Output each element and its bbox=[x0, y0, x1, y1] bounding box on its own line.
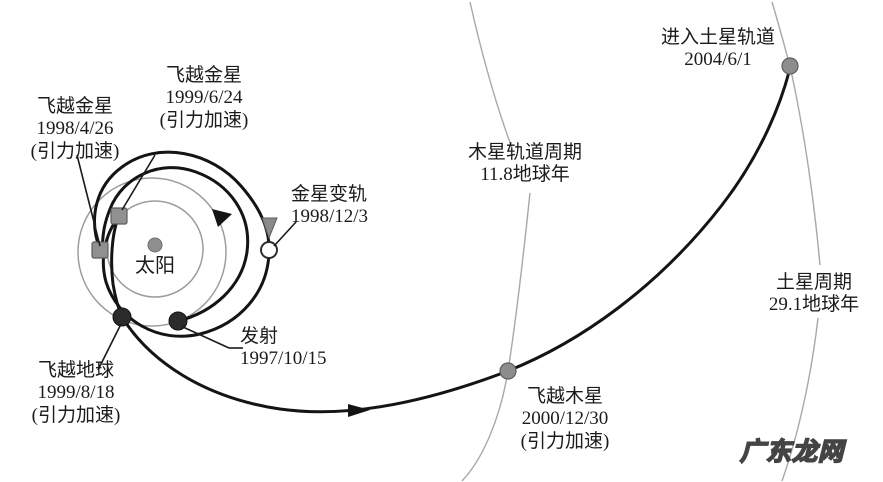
label-earth-flyby: 飞越地球 1999/8/18 (引力加速) bbox=[0, 360, 152, 427]
saturn-orbit-insertion-line2: 2004/6/1 bbox=[684, 49, 752, 71]
jupiter-flyby-line2: 2000/12/30 bbox=[521, 408, 609, 430]
leader-lines bbox=[76, 154, 297, 371]
label-sun: 太阳 bbox=[118, 255, 192, 279]
launch-marker bbox=[168, 311, 188, 331]
trajectory-arrow-cruise bbox=[348, 404, 370, 417]
launch-line1: 发射 bbox=[240, 326, 279, 347]
saturn-orbit-arc-middle bbox=[789, 65, 821, 266]
label-saturn-period: 土星周期 29.1地球年 bbox=[745, 272, 883, 317]
leader-launch bbox=[182, 326, 230, 349]
earth-flyby-line1: 飞越地球 bbox=[37, 360, 114, 381]
venus-flyby-1-marker bbox=[91, 241, 109, 259]
trajectory-arrow-venus-maneuver bbox=[261, 217, 278, 240]
label-launch: 发射 1997/10/15 bbox=[240, 326, 400, 371]
venus-maneuver-marker bbox=[260, 241, 278, 259]
jupiter-orbit-arc-upper bbox=[469, 1, 513, 149]
saturn-period-line2: 29.1地球年 bbox=[768, 294, 860, 316]
saturn-orbit-arc-lower bbox=[781, 317, 819, 482]
leader-venus-flyby-2 bbox=[121, 154, 156, 211]
leader-venus-flyby-1 bbox=[76, 154, 101, 247]
venus-maneuver-line2: 1998/12/3 bbox=[291, 206, 369, 228]
earth-flyby-line3: (引力加速) bbox=[31, 404, 121, 426]
trajectory-loop-inner-1 bbox=[98, 166, 250, 323]
venus-flyby-2-line3: (引力加速) bbox=[159, 109, 249, 131]
label-saturn-orbit-insertion: 进入土星轨道 2004/6/1 bbox=[628, 27, 808, 72]
jupiter-flyby-line3: (引力加速) bbox=[520, 430, 610, 452]
leader-earth-flyby bbox=[97, 323, 122, 371]
venus-flyby-2-line1: 飞越金星 bbox=[165, 65, 242, 86]
sun-marker bbox=[147, 237, 163, 253]
label-jupiter-flyby: 飞越木星 2000/12/30 (引力加速) bbox=[480, 386, 650, 453]
jupiter-orbit-period-line1: 木星轨道周期 bbox=[467, 142, 582, 163]
venus-flyby-1-line3: (引力加速) bbox=[30, 140, 120, 162]
earth-orbit bbox=[77, 177, 227, 327]
earth-flyby-line2: 1999/8/18 bbox=[37, 382, 115, 404]
planet-orbit-arcs bbox=[461, 1, 821, 482]
trajectory-arrow-inner bbox=[212, 209, 232, 227]
saturn-orbit-insertion-line1: 进入土星轨道 bbox=[660, 27, 775, 48]
leader-venus-maneuver bbox=[273, 221, 297, 247]
trajectory-loop-inner-2 bbox=[93, 150, 271, 252]
sun-line1: 太阳 bbox=[135, 255, 175, 277]
earth-flyby-marker bbox=[112, 307, 132, 327]
venus-maneuver-line1: 金星变轨 bbox=[291, 184, 368, 205]
venus-flyby-2-marker bbox=[110, 207, 128, 225]
venus-flyby-1-line2: 1998/4/26 bbox=[36, 118, 114, 140]
event-markers bbox=[91, 57, 799, 380]
jupiter-flyby-line1: 飞越木星 bbox=[526, 386, 603, 407]
label-venus-flyby-1: 飞越金星 1998/4/26 (引力加速) bbox=[0, 96, 150, 163]
label-jupiter-orbit-period: 木星轨道周期 11.8地球年 bbox=[440, 142, 610, 187]
jupiter-flyby-marker bbox=[499, 362, 517, 380]
launch-line2: 1997/10/15 bbox=[240, 348, 327, 370]
venus-flyby-1-line1: 飞越金星 bbox=[36, 96, 113, 117]
site-watermark: 广东龙网 bbox=[739, 436, 845, 467]
label-venus-flyby-2: 飞越金星 1999/6/24 (引力加速) bbox=[134, 65, 274, 132]
jupiter-orbit-period-line2: 11.8地球年 bbox=[480, 164, 570, 186]
venus-flyby-2-line2: 1999/6/24 bbox=[165, 87, 243, 109]
saturn-period-line1: 土星周期 bbox=[775, 272, 852, 293]
label-venus-maneuver: 金星变轨 1998/12/3 bbox=[291, 184, 441, 229]
saturn-arrival-marker bbox=[781, 57, 799, 75]
